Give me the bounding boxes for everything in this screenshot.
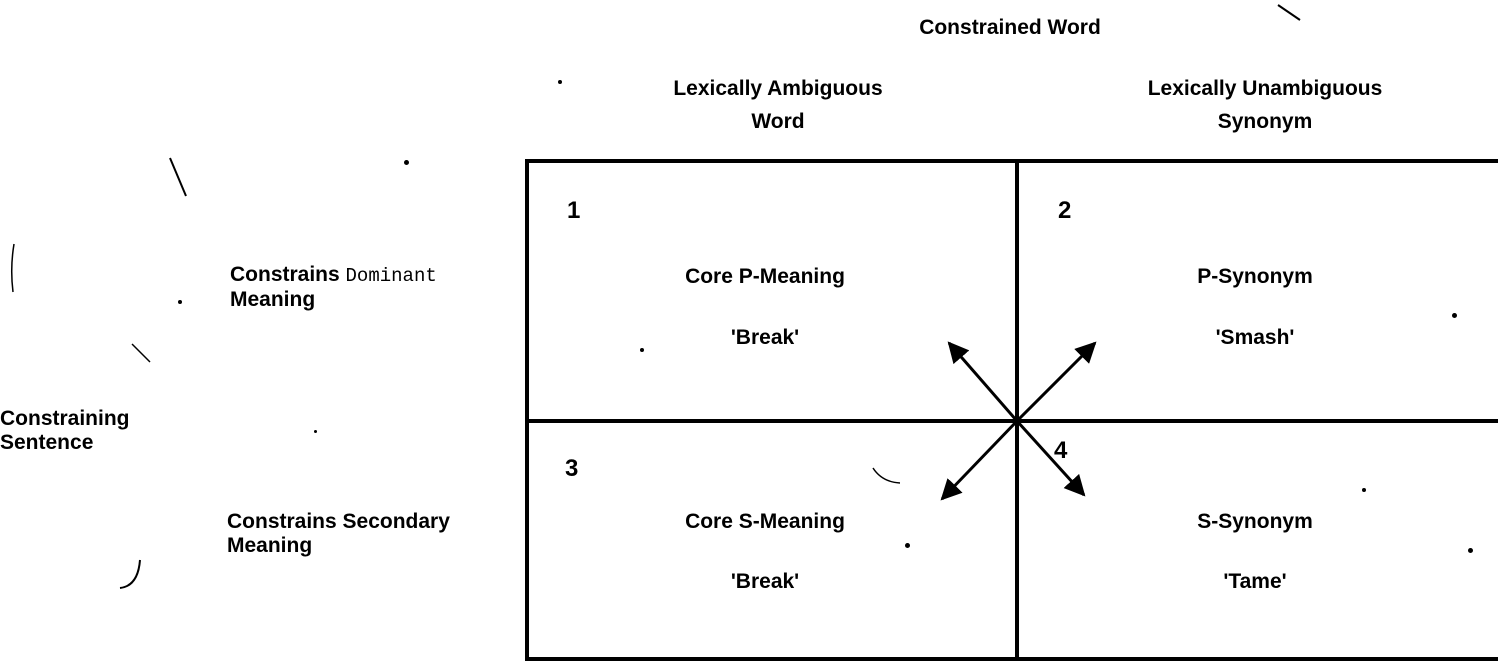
scan-speck xyxy=(1362,488,1366,492)
row-label-secondary-line1: Constrains Secondary xyxy=(227,510,450,533)
column-header-unambiguous: Lexically Unambiguous Synonym xyxy=(1100,77,1430,134)
scan-speck xyxy=(558,80,562,84)
scan-mark xyxy=(169,157,187,197)
cell-2-number: 2 xyxy=(1058,197,1072,224)
scan-mark xyxy=(10,243,15,293)
column-header-unambiguous-line1: Lexically Unambiguous xyxy=(1147,77,1383,100)
cell-2-example: 'Smash' xyxy=(1215,326,1295,349)
row-label-dominant-word: Dominant xyxy=(345,265,437,287)
scan-speck xyxy=(314,430,317,433)
cell-1-title: Core P-Meaning xyxy=(685,265,845,288)
scan-speck xyxy=(1468,548,1473,553)
cell-1-example: 'Break' xyxy=(730,326,800,349)
column-header-unambiguous-line2: Synonym xyxy=(1217,110,1313,133)
arrow-down-right xyxy=(1015,419,1086,497)
column-header-ambiguous-line2: Word xyxy=(751,110,805,133)
constraining-sentence-line1: Constraining xyxy=(0,407,130,430)
arrow-down-left xyxy=(940,419,1019,501)
cell-3-example: 'Break' xyxy=(730,570,800,593)
row-label-dominant: Constrains Dominant Meaning xyxy=(230,263,437,312)
scan-speck xyxy=(1452,313,1457,318)
row-label-dominant-line2: Meaning xyxy=(230,288,316,311)
scan-mark xyxy=(119,559,141,589)
cell-4-example: 'Tame' xyxy=(1223,570,1287,593)
cell-3-title: Core S-Meaning xyxy=(685,510,845,533)
grid-outer-border xyxy=(525,159,1498,661)
constrained-word-header: Constrained Word xyxy=(919,16,1101,39)
constraining-sentence-line2: Sentence xyxy=(0,431,94,454)
scan-speck xyxy=(905,543,910,548)
row-label-secondary: Constrains Secondary Meaning xyxy=(227,510,450,558)
constraining-sentence-label: Constraining Sentence xyxy=(0,407,130,455)
scan-mark xyxy=(1277,4,1301,21)
cell-2-title: P-Synonym xyxy=(1197,265,1313,288)
scan-speck xyxy=(178,300,182,304)
column-header-ambiguous: Lexically Ambiguous Word xyxy=(628,77,928,134)
column-header-ambiguous-line1: Lexically Ambiguous xyxy=(673,77,883,100)
arrow-up-left xyxy=(947,341,1019,422)
scan-speck xyxy=(404,160,409,165)
scan-mark xyxy=(131,343,151,363)
cell-4-title: S-Synonym xyxy=(1197,510,1313,533)
scan-speck xyxy=(640,348,644,352)
row-label-dominant-prefix: Constrains xyxy=(230,263,346,286)
scan-mark xyxy=(872,467,901,484)
cell-3-number: 3 xyxy=(565,455,579,482)
cell-4-number: 4 xyxy=(1054,437,1068,464)
cell-1-number: 1 xyxy=(567,197,581,224)
arrow-up-right xyxy=(1015,341,1097,423)
row-label-secondary-line2: Meaning xyxy=(227,534,313,557)
